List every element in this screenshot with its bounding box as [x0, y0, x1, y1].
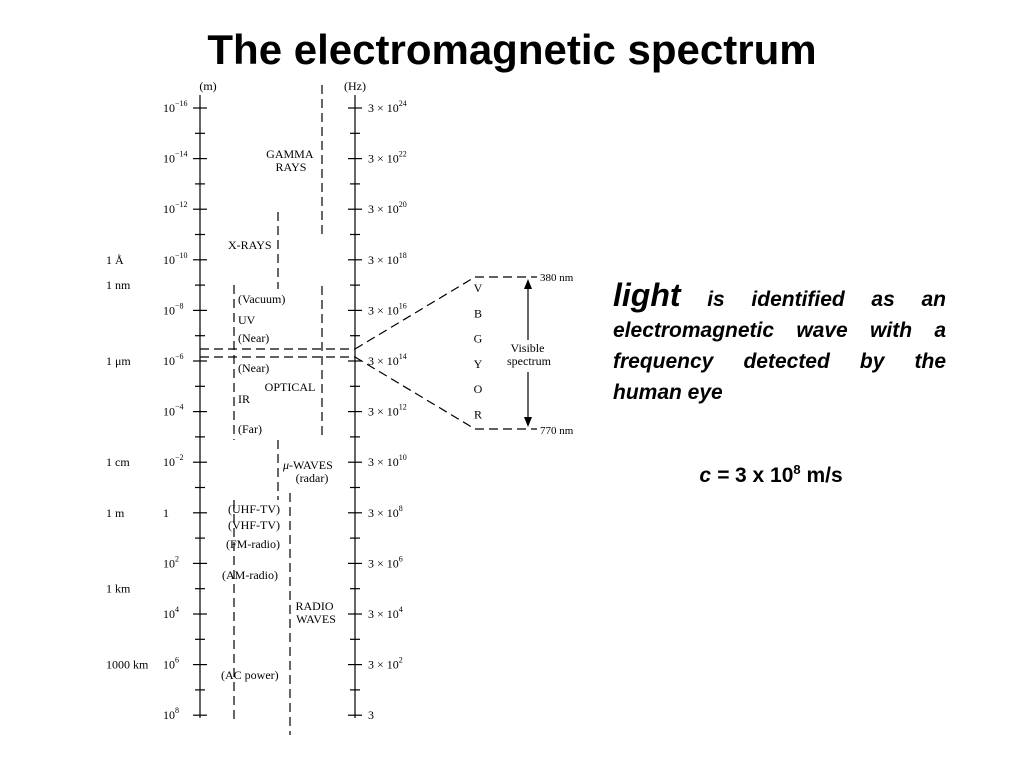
wavelength-tick-labels: 10−16 10−14 10−12 10−10 10−8 10−6 10−4 10−2 1 102… [163, 99, 188, 722]
uv-vacuum-label: (Vacuum) [238, 292, 285, 306]
common-unit-labels: 1 Å 1 nm 1 μm 1 cm 1 m 1 km 1000 km [106, 253, 149, 672]
wavelength-tick-label: 108 [163, 706, 179, 722]
common-unit-label: 1 nm [106, 278, 131, 292]
frequency-tick-label: 3 × 1018 [368, 251, 407, 267]
ac-power-label: (AC power) [221, 668, 279, 682]
gamma-rays-label: GAMMA RAYS [266, 147, 316, 174]
visible-spectrum-label: Visible spectrum [507, 341, 552, 368]
formula-variable: c = [699, 464, 730, 487]
optical-label: OPTICAL [265, 380, 316, 394]
visible-bottom-label: 770 nm [540, 425, 574, 437]
wavelength-tick-label: 10−10 [163, 251, 188, 267]
light-definition: is identified as an electromagnetic wave… [613, 288, 946, 404]
frequency-tick-label: 3 × 104 [368, 605, 403, 621]
common-unit-label: 1000 km [106, 658, 149, 672]
frequency-tick-label: 3 × 106 [368, 554, 403, 570]
common-unit-label: 1 km [106, 582, 131, 596]
ir-label: IR [238, 392, 250, 406]
light-term: light [613, 277, 681, 313]
frequency-tick-label: 3 × 1020 [368, 200, 407, 216]
visible-color-letter: V [474, 281, 483, 295]
am-radio-label: (AM-radio) [222, 568, 278, 582]
wavelength-tick-label: 10−16 [163, 99, 188, 115]
uv-label: UV [238, 313, 256, 327]
wavelength-unit: (m) [199, 79, 216, 93]
frequency-tick-label: 3 × 1012 [368, 403, 407, 419]
region-boundaries [200, 85, 537, 735]
frequency-tick-label: 3 × 1010 [368, 453, 407, 469]
frequency-tick-label: 3 × 1016 [368, 301, 407, 317]
formula-exponent: 8 [793, 462, 801, 477]
visible-color-letter: O [474, 382, 483, 396]
visible-top-label: 380 nm [540, 272, 574, 284]
uv-near-label: (Near) [238, 331, 269, 345]
fm-radio-label: (FM-radio) [226, 537, 280, 551]
common-unit-label: 1 μm [106, 354, 131, 368]
uhf-tv-label: (UHF-TV) [228, 502, 280, 516]
visible-color-letter: B [474, 306, 482, 320]
visible-color-letter: Y [474, 357, 483, 371]
light-description: light is identified as an electromagneti… [613, 277, 946, 408]
radar-label: (radar) [296, 471, 329, 485]
arrow-up-icon [524, 279, 532, 289]
visible-color-letter: G [474, 332, 483, 346]
wavelength-tick-label: 10−4 [163, 403, 184, 419]
wavelength-tick-label: 10−12 [163, 200, 188, 216]
frequency-tick-label: 3 × 102 [368, 656, 403, 672]
speed-of-light-formula: c = 3 x 108 m/s [613, 462, 929, 488]
common-unit-label: 1 m [106, 506, 125, 520]
radio-waves-label: RADIO WAVES [296, 599, 337, 626]
microwaves-label: μ-WAVES [282, 458, 333, 472]
arrow-down-icon [524, 417, 532, 427]
frequency-unit: (Hz) [344, 79, 366, 93]
wavelength-tick-label: 102 [163, 554, 179, 570]
frequency-tick-label: 3 [368, 708, 374, 722]
wavelength-tick-label: 104 [163, 605, 179, 621]
formula-coefficient: 3 x 10 [734, 464, 794, 487]
common-unit-label: 1 Å [106, 253, 124, 267]
axis-ticks [193, 107, 362, 716]
ir-far-label: (Far) [238, 422, 262, 436]
frequency-tick-label: 3 × 1022 [368, 150, 407, 166]
frequency-tick-label: 3 × 108 [368, 504, 403, 520]
common-unit-label: 1 cm [106, 455, 130, 469]
frequency-tick-labels: 3 × 1024 3 × 1022 3 × 1020 3 × 1018 3 × 1016… [368, 99, 407, 722]
wavelength-tick-label: 10−8 [163, 301, 184, 317]
wavelength-tick-label: 10−6 [163, 352, 184, 368]
visible-color-letter: R [474, 408, 482, 422]
formula-unit: m/s [806, 464, 843, 487]
frequency-tick-label: 3 × 1024 [368, 99, 407, 115]
wavelength-tick-label: 106 [163, 656, 179, 672]
page-title: The electromagnetic spectrum [207, 26, 817, 73]
frequency-tick-label: 3 × 1014 [368, 352, 407, 368]
vhf-tv-label: (VHF-TV) [228, 518, 280, 532]
wavelength-tick-label: 10−14 [163, 150, 188, 166]
x-rays-label: X-RAYS [228, 238, 272, 252]
wavelength-tick-label: 1 [163, 506, 169, 520]
wavelength-tick-label: 10−2 [163, 453, 184, 469]
visible-label-bg [500, 340, 558, 372]
ir-near-label: (Near) [238, 361, 269, 375]
